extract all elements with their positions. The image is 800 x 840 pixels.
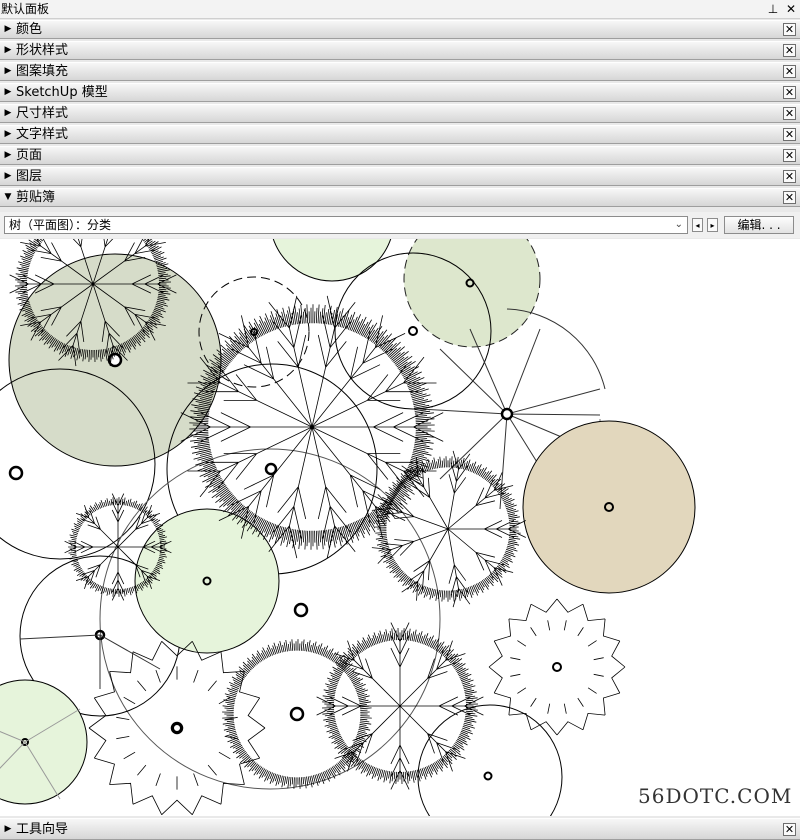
tray-label: 图层 (16, 169, 43, 184)
tree-symbol-dashed-small[interactable] (198, 276, 310, 388)
tray-colors[interactable]: ▶ 颜色 ✕ (0, 20, 800, 39)
chevron-down-icon[interactable]: ⌄ (674, 219, 683, 230)
expand-arrow-icon[interactable]: ▶ (4, 24, 12, 34)
close-icon[interactable]: ✕ (785, 2, 797, 16)
tray-label: 剪贴簿 (16, 190, 56, 205)
tray-close-icon[interactable]: ✕ (783, 170, 796, 183)
tree-symbol-outline-top[interactable] (334, 252, 492, 410)
expand-arrow-icon[interactable]: ▶ (4, 66, 12, 76)
expand-arrow-icon[interactable]: ▶ (4, 150, 12, 160)
tray-layers[interactable]: ▶ 图层 ✕ (0, 167, 800, 186)
collapse-arrow-icon[interactable]: ▼ (4, 192, 12, 202)
tray-pages[interactable]: ▶ 页面 ✕ (0, 146, 800, 165)
tray-label: 文字样式 (16, 127, 69, 142)
tray-close-icon[interactable]: ✕ (783, 23, 796, 36)
page-prev-icon[interactable]: ◂ (692, 218, 703, 232)
scrapbook-toolbar: 树（平面图）：分类 ⌄ ◂ ▸ 编辑. . . (0, 212, 800, 238)
tree-symbols-drawing[interactable] (0, 239, 800, 816)
tree-symbol-tan[interactable] (522, 420, 696, 594)
tray-sketchup-model[interactable]: ▶ SketchUp 模型 ✕ (0, 83, 800, 102)
tray-label: 形状样式 (16, 43, 69, 58)
bottom-tray-bar: ▶ 工具向导 ✕ (0, 818, 800, 840)
tray-close-icon[interactable]: ✕ (783, 44, 796, 57)
tree-symbol-radial-small-left[interactable] (64, 493, 172, 601)
tree-symbol-dashed-green[interactable] (403, 239, 541, 348)
tray-label: 图案填充 (16, 64, 69, 79)
tray-list: ▶ 颜色 ✕ ▶ 形状样式 ✕ ▶ 图案填充 ✕ ▶ SketchUp 模型 ✕… (0, 20, 800, 209)
tree-symbol-light-green-mid[interactable] (134, 508, 280, 654)
expand-arrow-icon[interactable]: ▶ (4, 823, 12, 834)
panel-title: 默认面板 (1, 2, 50, 16)
watermark: 56DOTC.COM (638, 784, 793, 808)
expand-arrow-icon[interactable]: ▶ (4, 129, 12, 139)
page-next-icon[interactable]: ▸ (707, 218, 718, 232)
tray-close-icon[interactable]: ✕ (783, 86, 796, 99)
tree-symbol-scalloped-bottom[interactable] (88, 641, 266, 815)
tree-symbol-outline-large[interactable] (99, 448, 441, 790)
tray-label: 工具向导 (16, 821, 69, 837)
edit-button[interactable]: 编辑. . . (724, 216, 794, 234)
tray-label: 颜色 (16, 22, 43, 37)
tree-symbol-big-radial-center[interactable] (180, 295, 444, 559)
tray-close-icon[interactable]: ✕ (783, 822, 796, 836)
tray-close-icon[interactable]: ✕ (783, 128, 796, 141)
tree-symbol-fringe-bottom[interactable] (222, 639, 372, 789)
tree-symbol-light-green-top[interactable] (270, 239, 394, 282)
tray-label: 尺寸样式 (16, 106, 69, 121)
tree-symbol-outline-bottom[interactable] (417, 704, 563, 816)
tray-text-styles[interactable]: ▶ 文字样式 ✕ (0, 125, 800, 144)
tray-close-icon[interactable]: ✕ (783, 65, 796, 78)
scrapbook-dropdown[interactable]: 树（平面图）：分类 ⌄ (4, 216, 688, 234)
scrapbook-canvas[interactable]: 56DOTC.COM (0, 239, 800, 816)
tray-close-icon[interactable]: ✕ (783, 191, 796, 204)
tray-scrapbooks[interactable]: ▼ 剪贴簿 ✕ (0, 188, 800, 207)
expand-arrow-icon[interactable]: ▶ (4, 45, 12, 55)
tray-close-icon[interactable]: ✕ (783, 149, 796, 162)
tray-dimension-styles[interactable]: ▶ 尺寸样式 ✕ (0, 104, 800, 123)
tree-symbol-radial-bottom[interactable] (316, 622, 484, 790)
tray-shape-styles[interactable]: ▶ 形状样式 ✕ (0, 41, 800, 60)
tree-symbol-light-green-left[interactable] (0, 679, 88, 805)
expand-arrow-icon[interactable]: ▶ (4, 171, 12, 181)
tree-symbol-radial-right[interactable] (371, 450, 526, 608)
tray-close-icon[interactable]: ✕ (783, 107, 796, 120)
scrapbook-selected-value: 树（平面图）：分类 (9, 218, 112, 232)
tray-pattern-fill[interactable]: ▶ 图案填充 ✕ (0, 62, 800, 81)
expand-arrow-icon[interactable]: ▶ (4, 87, 12, 97)
panel-titlebar: 默认面板 ⊥ ✕ (0, 0, 800, 19)
tray-label: SketchUp 模型 (16, 85, 108, 100)
tree-symbol-outline-left[interactable] (0, 368, 156, 560)
expand-arrow-icon[interactable]: ▶ (4, 108, 12, 118)
tray-instructor[interactable]: ▶ 工具向导 ✕ (0, 818, 800, 840)
pin-icon[interactable]: ⊥ (767, 2, 779, 16)
tray-label: 页面 (16, 148, 43, 163)
tree-symbol-scalloped-right[interactable] (488, 598, 626, 736)
tree-symbol-radial-top-left[interactable] (9, 239, 177, 367)
